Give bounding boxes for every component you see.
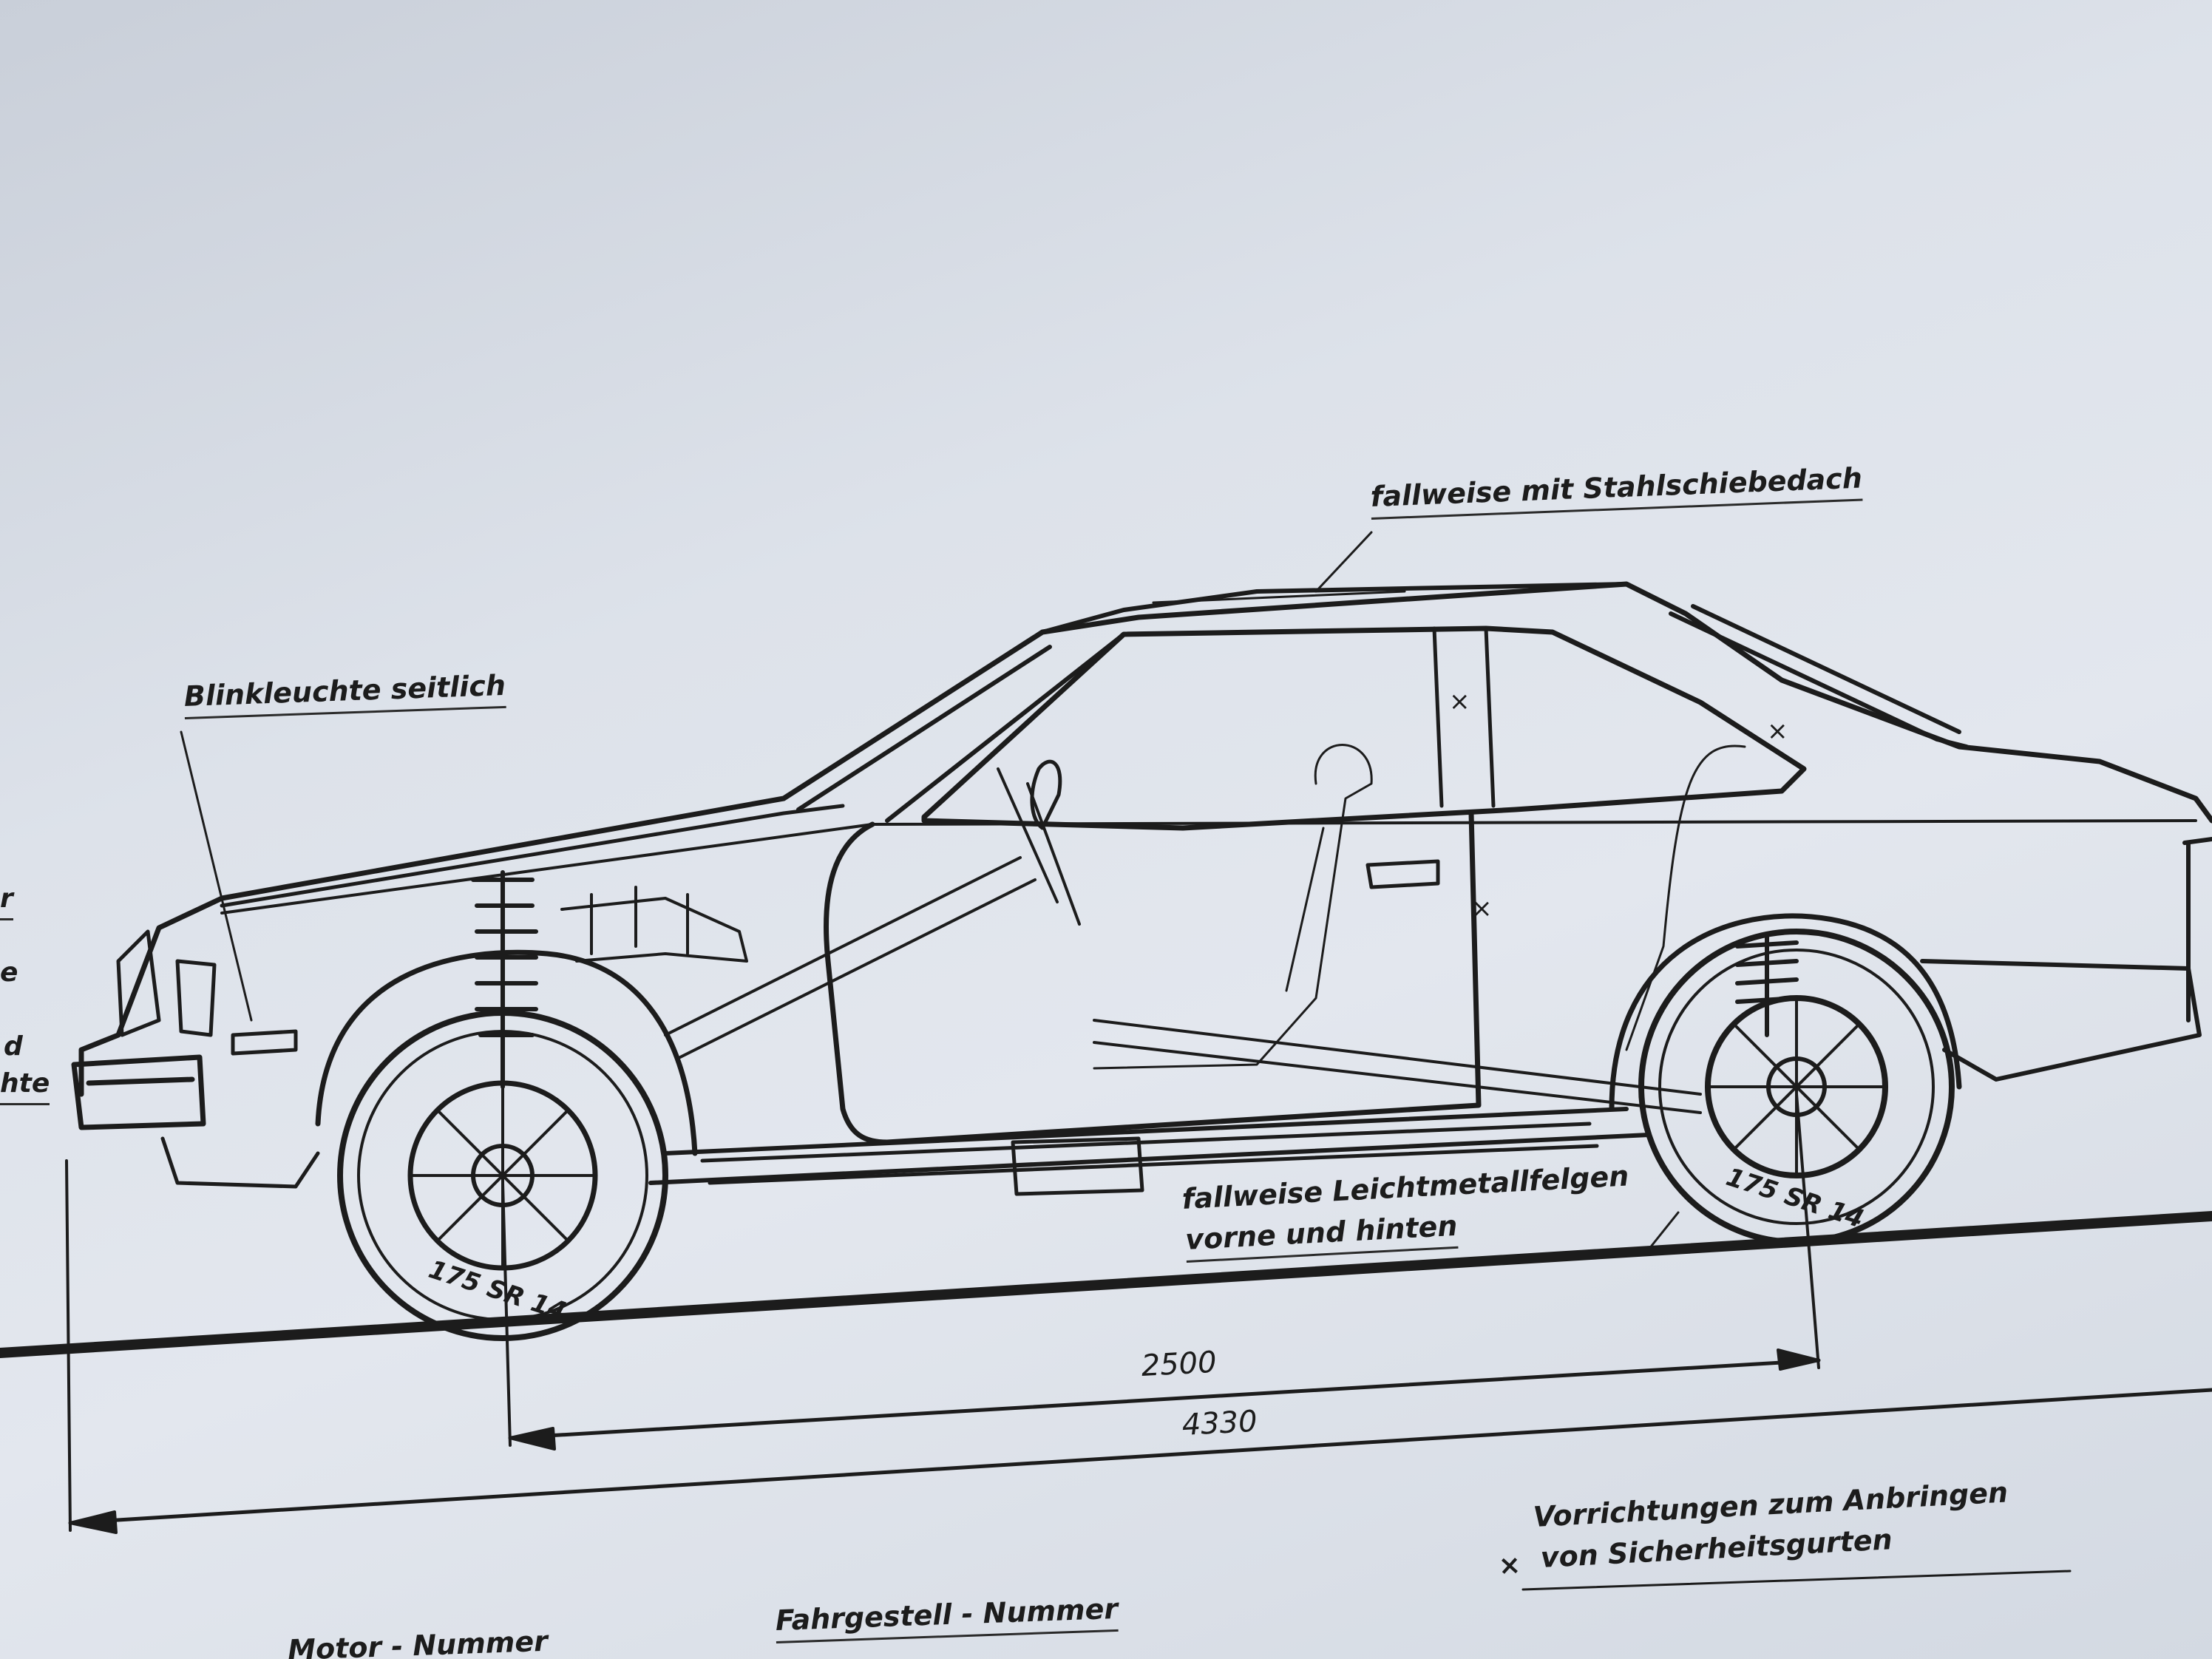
alloy-leader (1647, 1211, 1680, 1251)
headlight (116, 929, 217, 1037)
overall-length-arrow-left (69, 1510, 118, 1534)
steering-wheel (1030, 759, 1062, 830)
front-seat (1093, 744, 1373, 1070)
beltline (220, 819, 2197, 915)
rear-quarter (1920, 959, 2202, 1082)
ground-line (0, 1211, 2212, 1358)
left-edge-fragment-3: d (4, 1031, 23, 1062)
car-body-outline (78, 581, 2212, 1097)
hood-line (220, 804, 845, 908)
front-wheel-arch (315, 949, 698, 1156)
side-indicator-lamp (231, 1029, 298, 1056)
wheelbase-arrow-right (1777, 1348, 1820, 1371)
door-handle (1365, 859, 1440, 889)
wheelbase-arrow-left (509, 1427, 556, 1451)
belt-note-marker: × (1497, 1550, 1522, 1581)
belt-marker-3: × (1767, 716, 1788, 746)
windshield (796, 632, 1126, 823)
rear-seat (1625, 744, 1746, 1051)
belt-marker-1: × (1449, 687, 1470, 716)
indicator-leader (180, 730, 253, 1022)
window-frame (921, 625, 1807, 831)
driveshaft (1093, 1019, 1702, 1114)
rear-axle-extension (1795, 1093, 1820, 1369)
front-spring (471, 870, 538, 1089)
left-edge-fragment-2: e (0, 957, 18, 988)
steering-column (664, 767, 1081, 1059)
overall-length-value: 4330 (1181, 1404, 1258, 1442)
engine-parts (560, 886, 748, 963)
overall-length-dimension-line (68, 1388, 2212, 1525)
front-apron (160, 1136, 320, 1189)
rear-wheel-arch (1609, 913, 1962, 1112)
door-outline (824, 810, 1482, 1145)
b-pillar (1432, 626, 1496, 808)
roof-line (1040, 582, 1629, 634)
left-edge-fragment-1: r (0, 883, 13, 920)
front-axle-extension (501, 1181, 512, 1447)
sunroof-leader (1152, 531, 1406, 604)
tail-light (2182, 837, 2212, 1022)
exhaust-system (700, 1122, 1599, 1196)
rear-window (1669, 604, 1969, 749)
front-overall-extension (65, 1159, 72, 1532)
front-bumper (71, 1054, 206, 1130)
left-edge-fragment-4: hte (0, 1068, 50, 1105)
wheelbase-dimension-line (508, 1358, 1821, 1440)
belt-note-rule (1521, 1570, 2072, 1591)
belt-marker-2: × (1471, 894, 1493, 923)
wheelbase-value: 2500 (1140, 1345, 1218, 1383)
rocker-panel (648, 1107, 1651, 1185)
rear-spring (1735, 933, 1799, 1037)
